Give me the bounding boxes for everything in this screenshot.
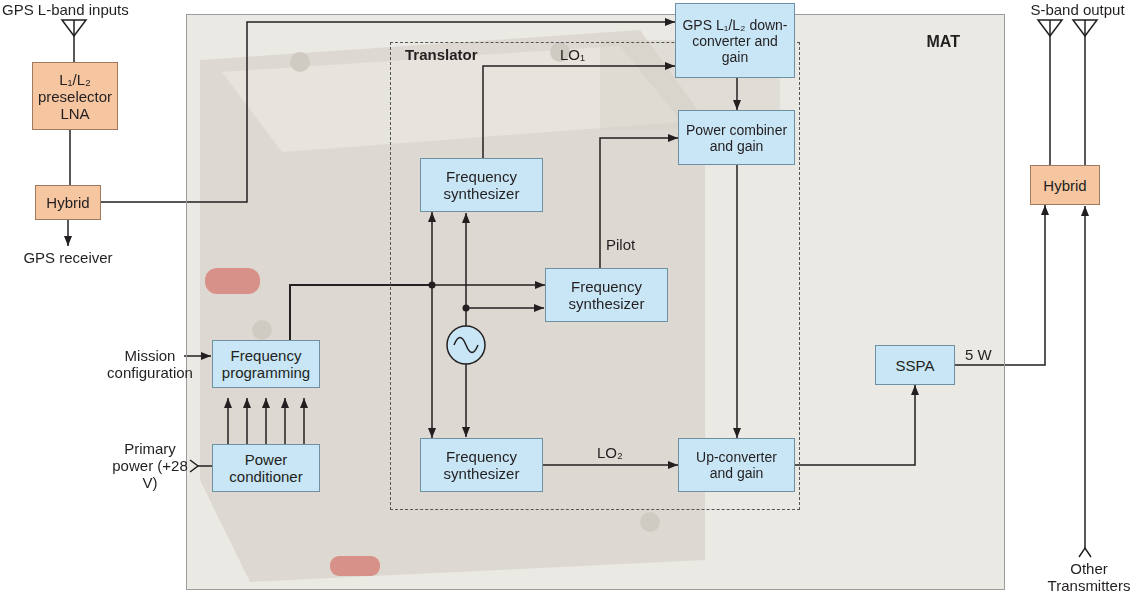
signal-connector [600,138,678,268]
edge-label-holder: Pilot [606,236,652,253]
io-label: Primary power (+28 V) [110,440,190,491]
signal-connector [290,285,545,340]
process-box: GPS L₁/L₂ down-converter and gain [675,3,795,78]
signal-connector [69,130,71,185]
label-holder: S-band output [1015,1,1140,18]
signal-wire [68,206,1091,557]
io-label: Other Transmitters [1035,560,1143,594]
translator-group: TranslatorGPS L₁/L₂ down-converter and g… [390,42,800,510]
box-label: Up-converter and gain [683,449,790,481]
mat-housing: MATTranslatorGPS L₁/L₂ down-converter an… [186,14,1005,590]
process-box: Frequency programming [212,340,320,388]
box-label: Frequency programming [217,347,315,381]
io-label: GPS receiver [8,249,128,266]
hybrid-box: Hybrid [1030,165,1100,205]
signal-connector [483,66,675,158]
label-holder: Primary power (+28 V) [110,440,190,491]
signal-connector [290,212,432,340]
signal-name: Pilot [606,236,635,253]
edge-label-holder: 5 W [965,346,999,363]
process-box: Power conditioner [212,444,320,492]
box-label: SSPA [896,357,935,374]
synthesizer-box: Frequency synthesizer [545,268,668,322]
box-label: Frequency synthesizer [425,168,538,202]
synthesizer-box: Frequency synthesizer [420,158,543,212]
signal-connector [795,385,915,465]
signal-name: LO₁ [560,46,585,63]
box-label: GPS L₁/L₂ down-converter and gain [680,17,790,65]
box-label: Hybrid [46,194,89,211]
box-label: L₁/L₂ preselector LNA [37,71,113,122]
box-label: Hybrid [1043,177,1086,194]
process-box: Up-converter and gain [678,438,795,492]
signal-connector [955,205,1045,365]
label-holder: GPS receiver [8,249,128,266]
amplifier-box: SSPA [875,345,955,385]
edge-label-holder: LO₁ [560,46,596,63]
io-label: S-band output [1015,1,1140,18]
oscillator-symbol [447,326,485,364]
label-holder: Mission configuration [98,347,202,381]
signal-connector [101,22,675,202]
box-label: Power combiner and gain [683,122,790,154]
hybrid-box: Hybrid [35,185,101,220]
label-holder: GPS L-band inputs [2,1,152,18]
io-label: GPS L-band inputs [2,1,152,18]
box-label: Frequency synthesizer [550,278,663,312]
synthesizer-box: Frequency synthesizer [420,438,543,492]
signal-connector [736,78,738,110]
signal-name: 5 W [965,346,992,363]
housing-ground [186,14,1005,590]
lna-box: L₁/L₂ preselector LNA [32,62,118,130]
box-label: Frequency synthesizer [425,448,538,482]
process-box: Power combiner and gain [678,110,795,165]
signal-connector [543,464,678,466]
signal-connector [736,165,738,438]
edge-label-holder: LO₂ [597,444,633,461]
label-holder: Other Transmitters [1035,560,1143,594]
io-label: Mission configuration [98,347,202,381]
junction-dot [429,282,470,312]
box-label: Power conditioner [217,451,315,485]
signal-name: LO₂ [597,444,623,461]
